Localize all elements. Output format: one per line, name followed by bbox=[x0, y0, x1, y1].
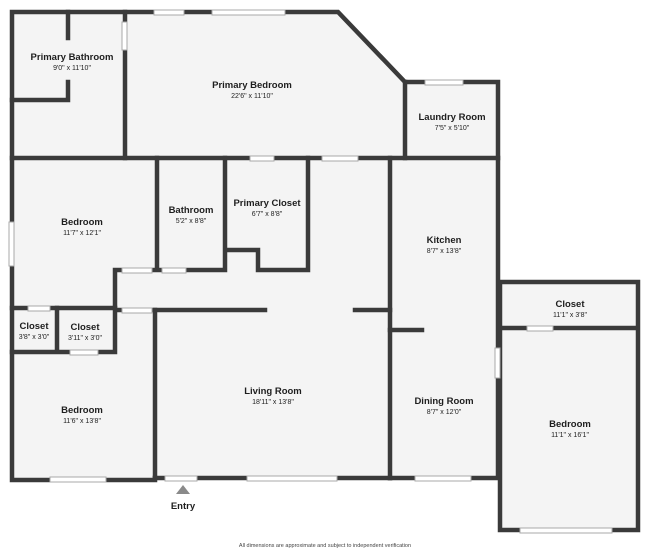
main-floor bbox=[12, 12, 498, 480]
door-gap bbox=[121, 267, 153, 274]
door-gap bbox=[161, 267, 187, 274]
room-name-bedroom-east: Bedroom bbox=[549, 419, 591, 430]
window bbox=[121, 21, 128, 51]
room-dims-closet-small-1: 3'8" x 3'0" bbox=[19, 334, 50, 341]
room-name-dining-room: Dining Room bbox=[414, 396, 473, 407]
room-labels: Primary Bathroom 9'0" x 11'10" Primary B… bbox=[19, 52, 591, 439]
door-gap bbox=[27, 305, 51, 312]
room-name-primary-bathroom: Primary Bathroom bbox=[31, 52, 114, 63]
window bbox=[49, 476, 107, 483]
window bbox=[153, 9, 185, 16]
door-gap bbox=[121, 307, 153, 314]
windows bbox=[8, 9, 613, 534]
room-name-closet-east: Closet bbox=[555, 299, 585, 310]
floor-area bbox=[12, 12, 638, 530]
room-dims-primary-bedroom: 22'6" x 11'10" bbox=[231, 93, 273, 100]
door-gap bbox=[321, 155, 359, 162]
window bbox=[519, 527, 613, 534]
room-dims-dining-room: 8'7" x 12'0" bbox=[427, 409, 462, 416]
bedroom-bath-closet-walls bbox=[9, 155, 311, 311]
room-dims-bathroom: 5'2" x 8'8" bbox=[176, 218, 207, 225]
room-name-laundry-room: Laundry Room bbox=[418, 112, 485, 123]
disclaimer-text: All dimensions are approximate and subje… bbox=[239, 543, 411, 549]
east-wing-floor bbox=[500, 282, 638, 530]
room-name-primary-bedroom: Primary Bedroom bbox=[212, 80, 292, 91]
room-name-kitchen: Kitchen bbox=[427, 235, 462, 246]
closet-walls bbox=[9, 305, 425, 355]
door-gaps bbox=[27, 155, 554, 482]
room-dims-bedroom-west: 11'7" x 12'1" bbox=[63, 230, 101, 237]
window bbox=[8, 221, 15, 267]
room-dims-laundry-room: 7'5" x 5'10" bbox=[435, 125, 470, 132]
window bbox=[246, 475, 338, 482]
window bbox=[424, 79, 464, 86]
east-wing-walls bbox=[497, 279, 641, 533]
door-gap bbox=[164, 475, 198, 482]
room-dims-bedroom-east: 11'1" x 16'1" bbox=[551, 432, 589, 439]
door-gap bbox=[69, 349, 99, 356]
room-dims-bedroom-southwest: 11'6" x 13'8" bbox=[63, 418, 101, 425]
room-name-bedroom-southwest: Bedroom bbox=[61, 405, 103, 416]
door-gap bbox=[249, 155, 275, 162]
room-name-bedroom-west: Bedroom bbox=[61, 217, 103, 228]
room-name-bathroom: Bathroom bbox=[169, 205, 214, 216]
room-dims-primary-bathroom: 9'0" x 11'10" bbox=[53, 65, 91, 72]
window bbox=[494, 347, 501, 379]
room-name-closet-small-1: Closet bbox=[19, 321, 49, 332]
laundry-walls bbox=[387, 79, 408, 481]
room-name-living-room: Living Room bbox=[244, 386, 302, 397]
room-name-primary-closet: Primary Closet bbox=[233, 198, 301, 209]
door-gap bbox=[526, 325, 554, 332]
room-dims-closet-small-2: 3'11" x 3'0" bbox=[68, 335, 102, 342]
window bbox=[414, 475, 472, 482]
room-dims-closet-east: 11'1" x 3'8" bbox=[553, 312, 587, 319]
entry-arrow-icon bbox=[176, 485, 190, 494]
window bbox=[211, 9, 286, 16]
entry-label: Entry bbox=[171, 501, 196, 512]
room-dims-primary-closet: 6'7" x 8'8" bbox=[252, 211, 283, 218]
room-dims-living-room: 18'11" x 13'8" bbox=[252, 399, 294, 406]
room-name-closet-small-2: Closet bbox=[70, 322, 100, 333]
room-dims-kitchen: 8'7" x 13'8" bbox=[427, 248, 462, 255]
